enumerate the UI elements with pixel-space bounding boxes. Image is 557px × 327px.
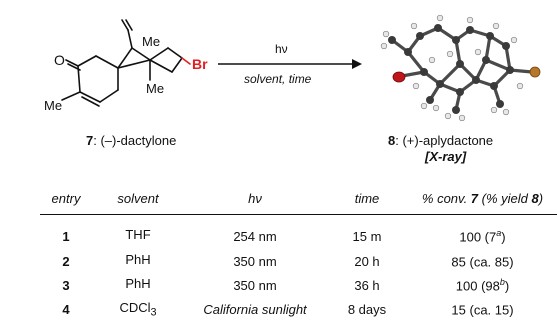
atom-me-3: Me [146,81,164,96]
arrow-label-bottom: solvent, time [244,72,312,86]
reaction-arrow [218,59,362,69]
product-name: : (+)-aplydactone [395,133,494,148]
reactant-name: : (–)-dactylone [93,133,177,148]
header-entry: entry [40,186,92,215]
header-solvent: solvent [92,186,184,215]
table-header-row: entry solvent hν time % conv. 7 (% yield… [40,186,557,215]
cell-entry: 1 [62,228,70,244]
cell-result: 100 (7a) [459,227,506,245]
cell-result: 85 (ca. 85) [451,254,514,270]
header-conversion: % conv. 7 (% yield 8) [408,186,557,215]
table-row: 1 THF 254 nm 15 m 100 (7a) [40,215,557,250]
product-label: 8: (+)-aplydactone [388,133,493,148]
cell-solvent: THF [125,226,151,242]
aplydactone-crystal-structure [380,14,541,122]
atom-br: Br [192,56,208,72]
reactant-number: 7 [86,133,94,148]
cell-time: 15 m [352,228,382,244]
cell-result: 15 (ca. 15) [451,302,514,318]
product-number: 8 [388,133,396,148]
header-time: time [326,186,408,215]
cell-time: 36 h [354,277,380,293]
cell-time: 8 days [347,301,387,317]
table-row: 4 CDCl3 California sunlight 8 days 15 (c… [40,297,557,321]
atom-me-1: Me [44,98,62,113]
cell-solvent: PhH [125,251,151,267]
cell-hv: 350 nm [233,277,277,293]
reactant-label: 7: (–)-dactylone [86,133,176,148]
cell-solvent: PhH [125,275,151,291]
table-row: 3 PhH 350 nm 36 h 100 (98b) [40,273,557,297]
cell-entry: 2 [62,253,70,269]
arrow-label-top: hν [275,42,288,56]
cell-hv: 254 nm [233,228,277,244]
dactylone-structure [61,19,191,107]
cell-result: 100 (98b) [455,276,510,294]
product-note: [X-ray] [425,149,467,164]
header-hv: hν [184,186,326,215]
cell-entry: 4 [62,301,70,317]
cell-solvent: CDCl3 [119,299,157,319]
reaction-scheme: O Me Me Me Br [44,14,541,122]
cell-time: 20 h [354,253,380,269]
results-table: entry solvent hν time % conv. 7 (% yield… [40,186,557,321]
table-row: 2 PhH 350 nm 20 h 85 (ca. 85) [40,249,557,273]
cell-entry: 3 [62,277,70,293]
cell-hv: California sunlight [203,301,307,317]
atom-o: O [54,52,65,68]
atom-me-2: Me [142,34,160,49]
cell-hv: 350 nm [233,253,277,269]
